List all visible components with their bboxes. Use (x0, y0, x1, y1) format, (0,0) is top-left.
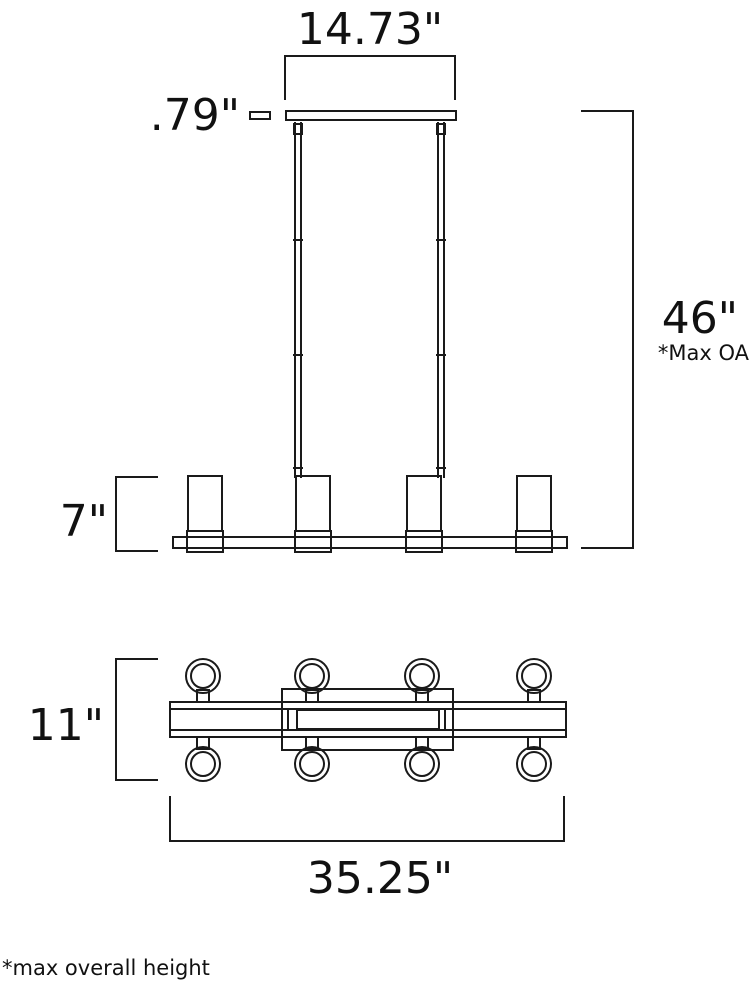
top-view-rails (169, 701, 567, 738)
top-view-center-panel (296, 709, 440, 730)
canopy-width-label: 14.73" (297, 4, 443, 55)
shade-height-bracket (115, 476, 158, 552)
canopy-height-marker (249, 111, 271, 120)
shade-height-label: 7" (60, 496, 108, 547)
top-view-lights (185, 658, 552, 782)
length-bracket (169, 796, 565, 842)
max-height-note: *Max OA (658, 341, 750, 365)
canopy-width-bracket (284, 55, 456, 100)
top-view-canopy (281, 688, 454, 751)
canopy (285, 110, 457, 121)
fixture-bar (172, 536, 568, 549)
top-view-connectors (196, 689, 541, 750)
suspension-rods (293, 122, 446, 478)
light-shades (186, 475, 553, 553)
overall-length-label: 35.25" (307, 853, 453, 904)
footnote: *max overall height (2, 956, 210, 980)
max-height-label: 46" (662, 293, 738, 344)
canopy-height-label: .79" (150, 90, 240, 141)
depth-bracket (115, 658, 158, 781)
max-height-bracket (581, 110, 634, 549)
depth-label: 11" (28, 700, 104, 751)
